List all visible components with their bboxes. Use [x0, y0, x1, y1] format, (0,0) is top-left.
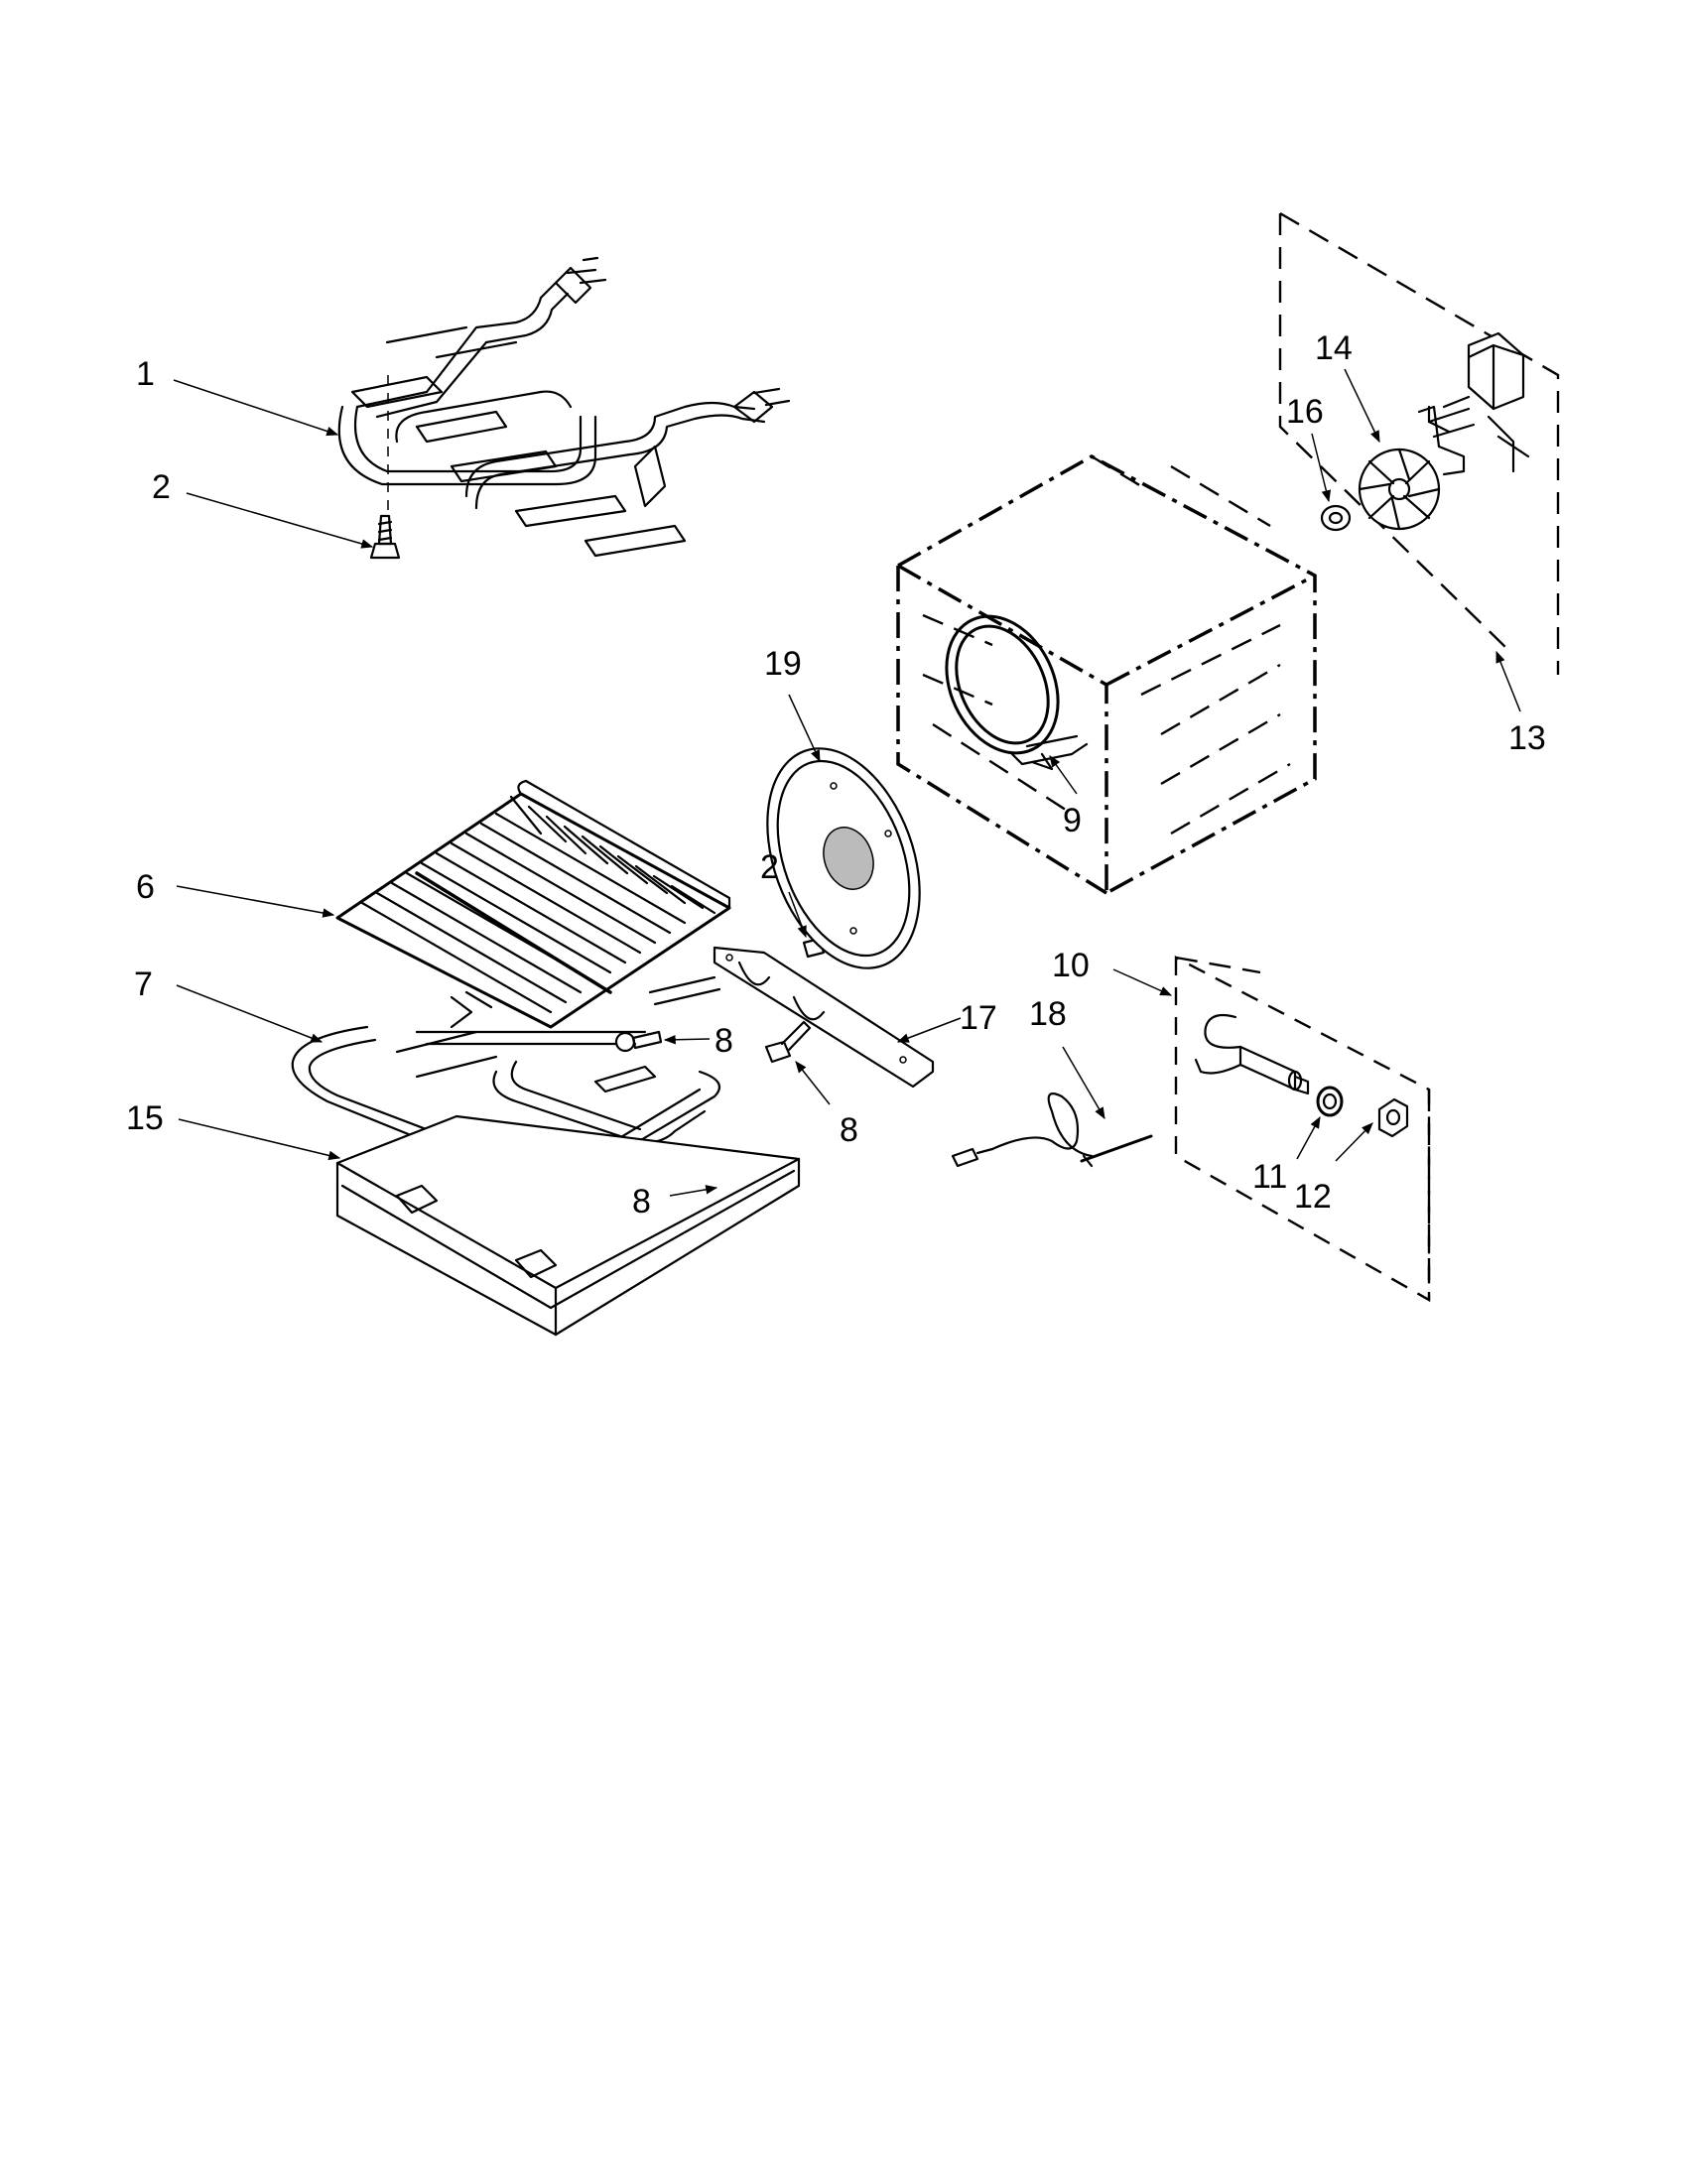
- label-part-14: 14: [1315, 329, 1353, 367]
- label-part-9: 9: [1063, 802, 1082, 839]
- broil-element-part-1: [337, 256, 791, 558]
- label-part-17: 17: [960, 999, 997, 1037]
- fan-motor: [1417, 331, 1530, 476]
- label-part-6: 6: [136, 868, 155, 906]
- label-part-16: 16: [1286, 393, 1324, 431]
- part-number-labels: 1 2 6 7 15 8 8 8 2 19 9 17 18 10 11 12 1…: [126, 329, 1546, 1220]
- leader-lines: [173, 368, 1521, 1197]
- label-part-10: 10: [1052, 947, 1090, 984]
- washer-part-11: [1316, 1086, 1344, 1117]
- motor-assembly-box-part-13: [1278, 211, 1560, 675]
- thermostat-sensor: [1194, 1013, 1310, 1095]
- label-part-13: 13: [1508, 719, 1546, 757]
- bracket-part-17: [713, 946, 935, 1089]
- label-part-12: 12: [1294, 1178, 1332, 1216]
- screw-part-2-top: [369, 514, 401, 560]
- screw-part-8-b: [764, 1020, 812, 1064]
- label-part-2-middle: 2: [760, 848, 779, 886]
- label-part-11: 11: [1252, 1158, 1287, 1196]
- fan-blade-part-14: [1358, 448, 1441, 531]
- label-part-1: 1: [136, 355, 155, 393]
- sensor-assembly-box-part-10: [1174, 956, 1431, 1303]
- screw-part-8-a: [614, 1030, 663, 1053]
- label-part-8-b: 8: [840, 1111, 858, 1149]
- drip-tray-part-15: [335, 1114, 801, 1337]
- label-part-18: 18: [1029, 995, 1067, 1033]
- label-part-8-a: 8: [714, 1022, 733, 1060]
- label-part-7: 7: [134, 965, 153, 1003]
- oven-cavity-outline: [896, 454, 1317, 895]
- label-part-15: 15: [126, 1099, 164, 1137]
- label-part-19: 19: [764, 645, 802, 683]
- label-part-8-c: 8: [632, 1183, 651, 1220]
- meat-probe-part-18: [951, 1092, 1153, 1168]
- nut-part-12: [1377, 1097, 1409, 1138]
- fan-cover-plate-part-19: [766, 747, 921, 969]
- nut-part-16: [1320, 504, 1352, 532]
- oven-rack-part-6: [335, 779, 731, 1029]
- convection-element-part-9: [945, 614, 1089, 771]
- label-part-2-top: 2: [152, 468, 171, 506]
